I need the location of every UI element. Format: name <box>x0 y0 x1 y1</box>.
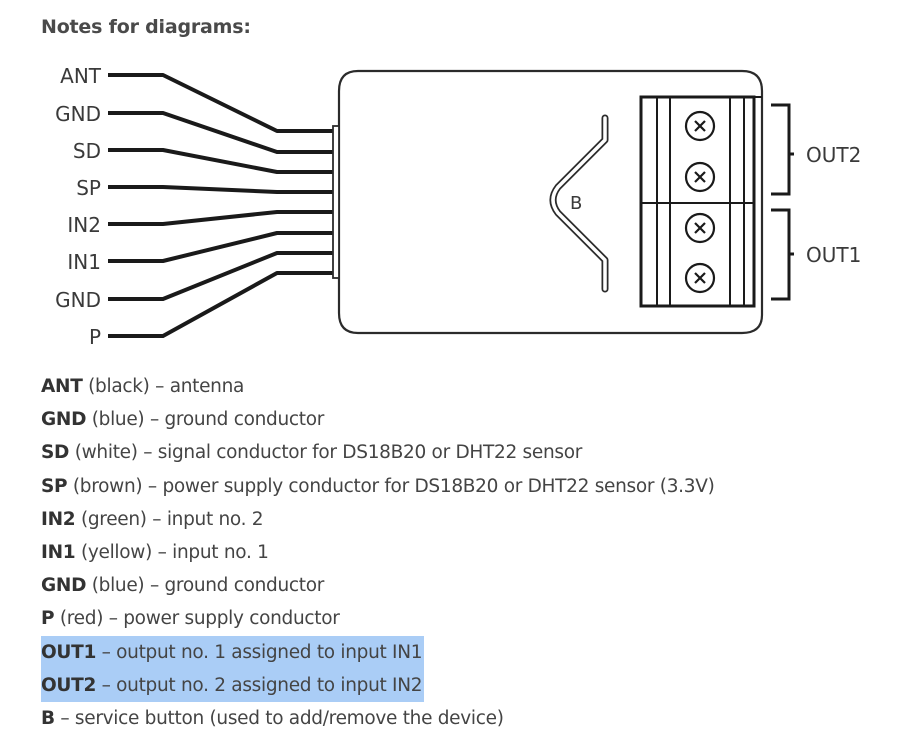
legend-desc: – output no. 1 assigned to input IN1 <box>96 641 423 663</box>
legend-item-in2: IN2 (green) – input no. 2 <box>41 503 717 536</box>
legend-desc: – power supply conductor for DS18B20 or … <box>142 475 715 497</box>
legend-code: SD <box>41 442 70 464</box>
legend-color: (white) <box>74 442 138 464</box>
wire-sd <box>108 148 335 174</box>
legend-code: OUT1 <box>41 641 97 663</box>
legend-color: (blue) <box>91 575 145 597</box>
legend-desc: – ground conductor <box>144 409 325 431</box>
legend-code: GND <box>41 409 87 431</box>
wires <box>108 73 335 338</box>
legend-item-b: B – service button (used to add/remove t… <box>41 702 717 735</box>
legend-color: (red) <box>59 608 104 630</box>
legend-desc: – antenna <box>149 376 245 397</box>
wire-p <box>108 271 335 338</box>
legend-code: SP <box>41 475 68 497</box>
wire-ant <box>108 73 335 133</box>
wire-sp <box>108 185 335 194</box>
bracket-out1 <box>771 208 791 301</box>
legend-item-gnd-2: GND (blue) – ground conductor <box>41 569 717 602</box>
wire-label-p: P <box>89 325 101 349</box>
legend-code: P <box>41 608 55 630</box>
wire-label-ant: ANT <box>60 64 102 88</box>
legend-color: (brown) <box>72 475 143 497</box>
legend-code: IN1 <box>41 541 76 563</box>
output-brackets <box>771 103 794 301</box>
wire-connector-strip <box>332 125 340 279</box>
wire-label-sp: SP <box>76 176 101 200</box>
legend-item-sp: SP (brown) – power supply conductor for … <box>41 470 717 503</box>
section-heading: Notes for diagrams: <box>41 16 251 38</box>
legend-item-ant: ANT (black) – antenna <box>41 370 717 403</box>
legend-code: B <box>41 707 55 729</box>
out1-label: OUT1 <box>806 243 861 267</box>
wire-label-gnd: GND <box>55 102 101 126</box>
legend-code: OUT2 <box>41 674 97 696</box>
wiring-diagram: ANT GND SD SP IN2 IN1 GND P B <box>55 64 861 349</box>
legend-color: (blue) <box>91 409 145 431</box>
wire-gnd-2 <box>108 251 335 301</box>
screw-x-icon <box>684 161 716 193</box>
legend-item-out1: OUT1 – output no. 1 assigned to input IN… <box>41 635 717 669</box>
legend-desc: – input no. 2 <box>146 508 264 530</box>
wire-gnd <box>108 111 335 154</box>
legend-color: (black) <box>88 376 150 397</box>
screw-x-icon <box>684 262 716 294</box>
legend-item-sd: SD (white) – signal conductor for DS18B2… <box>41 436 717 469</box>
legend-color: (yellow) <box>80 541 153 563</box>
wire-in2 <box>108 210 335 226</box>
terminal-screws <box>684 110 716 294</box>
legend-desc: – input no. 1 <box>152 541 269 563</box>
wire-labels: ANT GND SD SP IN2 IN1 GND P <box>55 64 102 349</box>
screw-x-icon <box>684 110 716 142</box>
legend-desc: – ground conductor <box>144 575 325 597</box>
legend-desc: – signal conductor for DS18B20 or DHT22 … <box>137 442 583 464</box>
screw-x-icon <box>684 212 716 244</box>
wire-label-sd: SD <box>73 139 101 163</box>
wire-label-gnd-2: GND <box>55 288 101 312</box>
legend-item-p: P (red) – power supply conductor <box>41 602 717 635</box>
wire-label-in2: IN2 <box>67 213 101 237</box>
legend-code: ANT <box>41 376 83 397</box>
legend-desc: – output no. 2 assigned to input IN2 <box>96 674 423 696</box>
out2-label: OUT2 <box>806 143 861 167</box>
wire-label-in1: IN1 <box>67 250 101 274</box>
wire-in1 <box>108 231 335 263</box>
legend-item-in1: IN1 (yellow) – input no. 1 <box>41 536 717 569</box>
legend-item-gnd: GND (blue) – ground conductor <box>41 403 717 436</box>
bracket-out2 <box>771 103 791 196</box>
button-label: B <box>570 193 582 214</box>
service-button: B <box>549 114 609 293</box>
legend-code: GND <box>41 575 87 597</box>
legend-list: ANT (black) – antenna GND (blue) – groun… <box>41 370 717 735</box>
legend-color: (green) <box>80 508 147 530</box>
legend-code: IN2 <box>41 508 76 530</box>
legend-desc: – service button (used to add/remove the… <box>54 707 504 729</box>
legend-item-out2: OUT2 – output no. 2 assigned to input IN… <box>41 668 717 702</box>
legend-desc: – power supply conductor <box>103 608 340 630</box>
